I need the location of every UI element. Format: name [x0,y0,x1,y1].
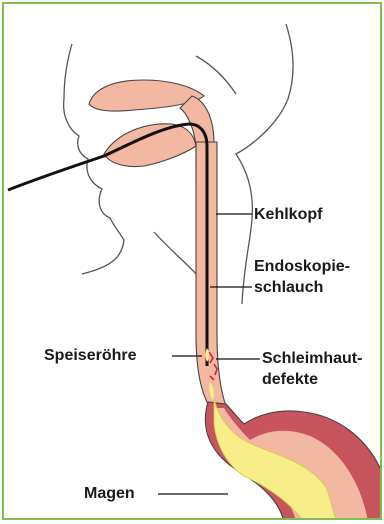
label-kehlkopf: Kehlkopf [254,204,322,225]
label-schleimhaut-line2: defekte [262,369,318,390]
endoscope-tube [8,124,207,366]
label-schleimhaut-line1: Schleimhaut- [262,348,362,369]
label-speiseroehre: Speiseröhre [44,345,136,366]
label-endoskopie-line2: schlauch [254,277,323,298]
label-endoskopie-line1: Endoskopie- [254,256,350,277]
tongue [104,124,196,167]
skull-line [196,56,236,94]
esophagus [196,142,226,406]
diagram-frame: Kehlkopf Endoskopie- schlauch Speiseröhr… [2,2,382,520]
label-magen: Magen [84,483,135,504]
